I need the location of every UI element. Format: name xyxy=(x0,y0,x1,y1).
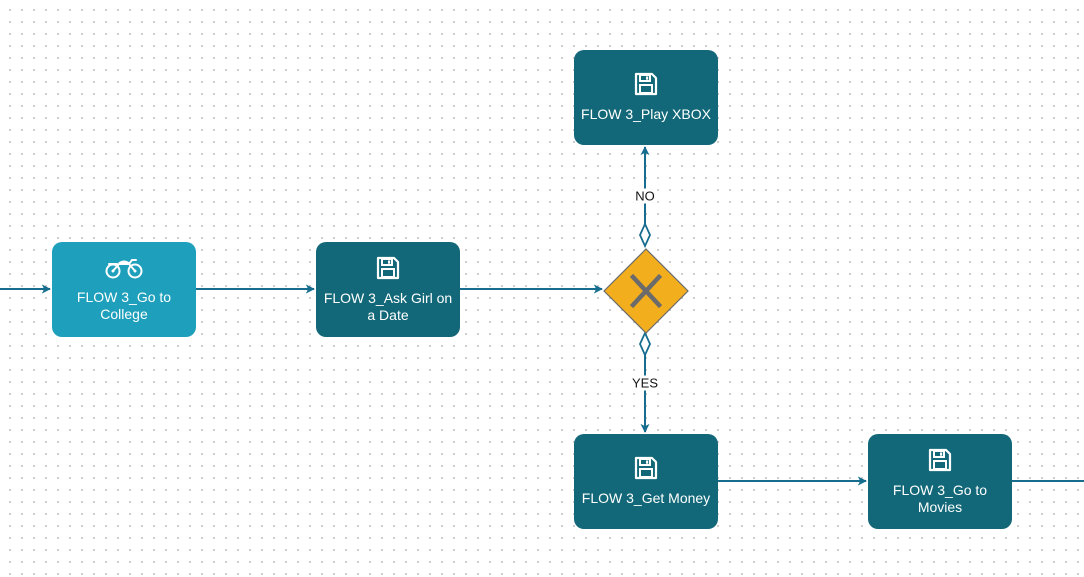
task-ask-girl-on-a-date[interactable]: FLOW 3_Ask Girl on a Date xyxy=(316,242,460,337)
floppy-disk-icon xyxy=(634,456,658,484)
x-mark-icon xyxy=(629,273,663,309)
task-go-to-movies[interactable]: FLOW 3_Go to Movies xyxy=(868,434,1012,529)
task-label: FLOW 3_Ask Girl on a Date xyxy=(323,289,453,323)
exclusive-gateway[interactable] xyxy=(603,248,689,334)
edge-origin-diamond-no xyxy=(639,221,651,249)
edge-origin-diamond-yes xyxy=(639,330,651,358)
edge-gateway-to-get-money[interactable] xyxy=(639,330,651,433)
task-label: FLOW 3_Go to Movies xyxy=(892,481,988,515)
task-label: FLOW 3_Play XBOX xyxy=(581,106,711,122)
task-get-money[interactable]: FLOW 3_Get Money xyxy=(574,434,718,529)
floppy-disk-icon xyxy=(928,448,952,476)
task-go-to-college[interactable]: FLOW 3_Go to College xyxy=(52,242,196,337)
motorcycle-icon xyxy=(105,257,143,283)
edge-label-yes: YES xyxy=(629,375,661,391)
edge-gateway-to-xbox[interactable] xyxy=(639,146,651,249)
task-play-xbox[interactable]: FLOW 3_Play XBOX xyxy=(574,50,718,145)
task-label: FLOW 3_Go to College xyxy=(76,288,172,322)
floppy-disk-icon xyxy=(634,72,658,100)
edge-label-no: NO xyxy=(633,188,657,204)
task-label: FLOW 3_Get Money xyxy=(581,490,711,506)
floppy-disk-icon xyxy=(376,256,400,284)
